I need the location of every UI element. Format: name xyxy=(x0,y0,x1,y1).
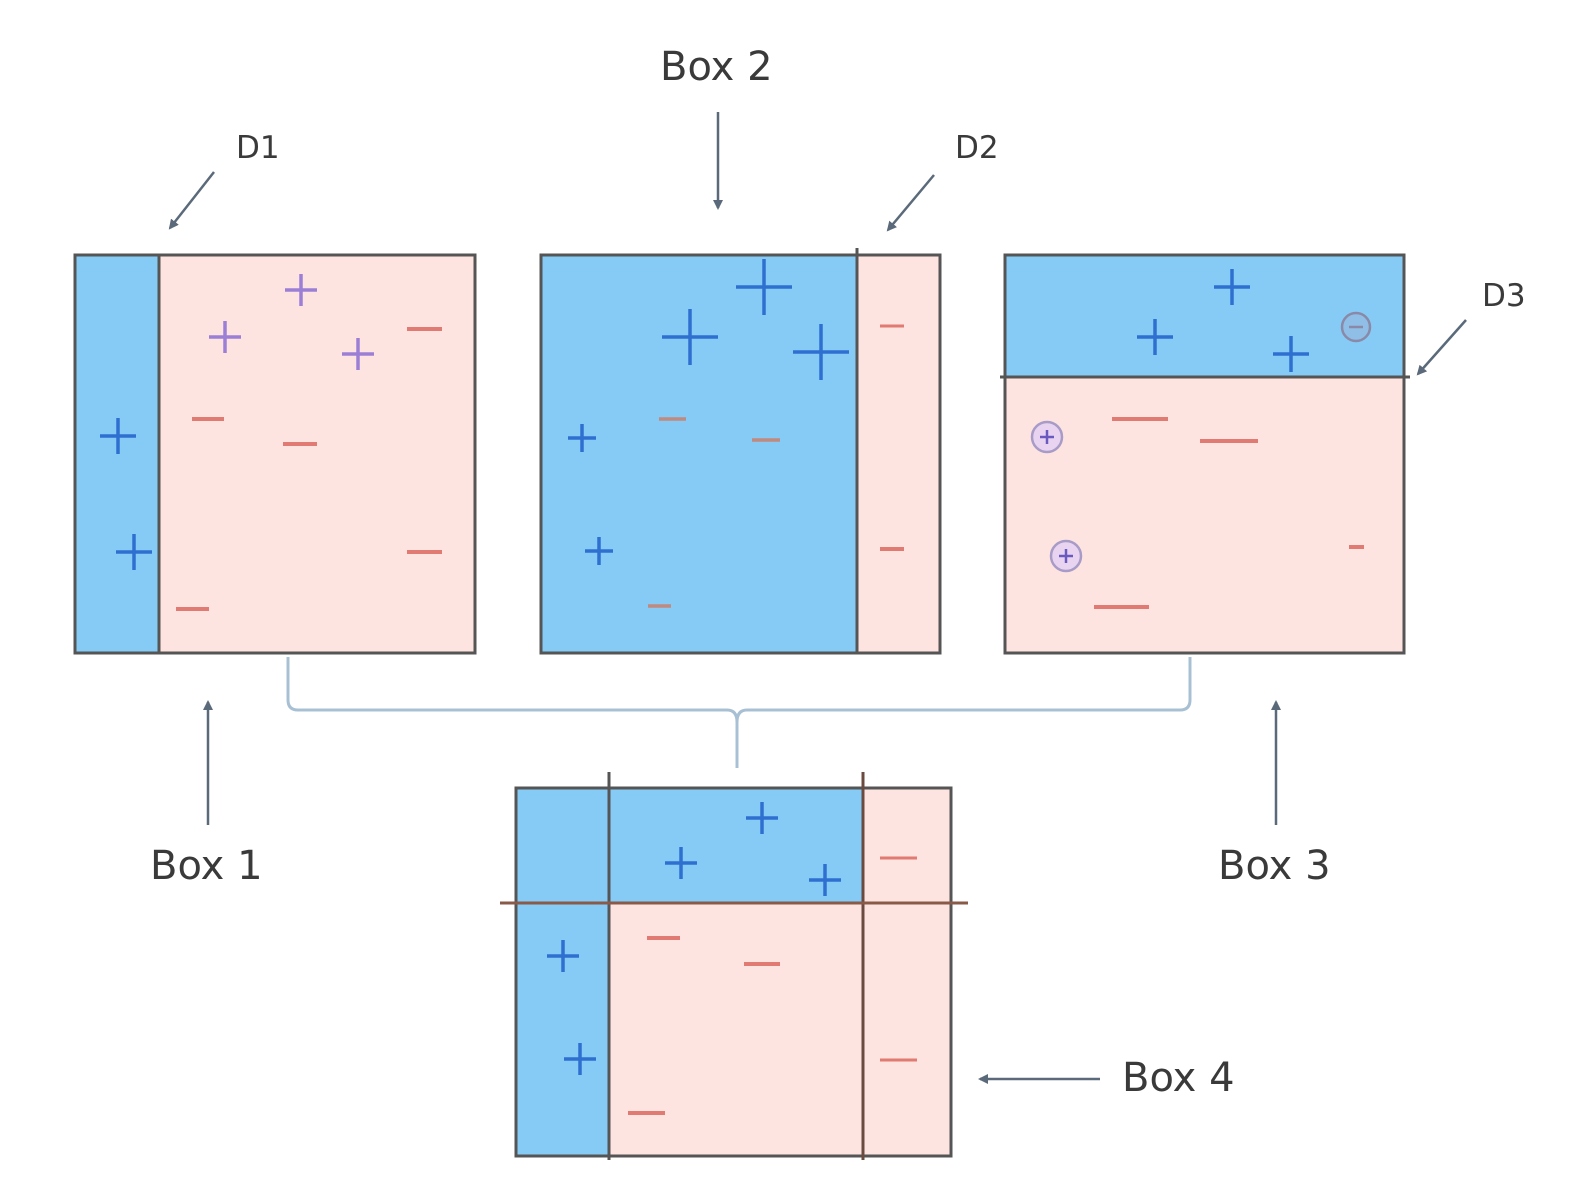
circled-plus-sign xyxy=(1030,420,1064,454)
box4-signs xyxy=(547,802,917,1115)
label-d2: D2 xyxy=(955,130,999,166)
plus-sign xyxy=(564,1043,596,1075)
label-box2: Box 2 xyxy=(660,44,773,90)
box4-positive-top-region xyxy=(516,788,863,903)
plus-sign xyxy=(809,864,841,896)
box2-signs xyxy=(568,259,904,608)
plus-sign xyxy=(1214,269,1250,305)
plus-sign xyxy=(100,418,136,454)
plus-sign xyxy=(1273,336,1309,372)
box2-border xyxy=(539,253,942,655)
plus-sign xyxy=(209,321,241,353)
box3-positive-region xyxy=(1005,255,1404,377)
box3-signs xyxy=(1030,269,1372,609)
plus-sign xyxy=(547,940,579,972)
plus-sign xyxy=(665,847,697,879)
box1-signs xyxy=(100,274,442,611)
box-2 xyxy=(539,248,942,655)
box-4 xyxy=(500,772,968,1160)
box4-border xyxy=(514,786,953,1158)
label-box1: Box 1 xyxy=(150,843,263,889)
label-d1: D1 xyxy=(236,130,280,166)
label-d3: D3 xyxy=(1482,278,1526,314)
plus-sign xyxy=(793,324,849,380)
label-box3: Box 3 xyxy=(1218,843,1331,889)
plus-sign xyxy=(662,309,718,365)
circled-minus-sign xyxy=(1340,311,1372,343)
plus-sign xyxy=(285,274,317,306)
box-1 xyxy=(73,253,477,655)
arrow-d2 xyxy=(886,174,935,232)
circled-plus-sign xyxy=(1049,539,1083,573)
plus-sign xyxy=(585,537,613,565)
plus-sign xyxy=(342,338,374,370)
arrow-d1 xyxy=(168,171,215,230)
plus-sign xyxy=(568,424,596,452)
plus-sign xyxy=(746,802,778,834)
combining-brace xyxy=(286,657,1192,768)
arrow-d3 xyxy=(1416,319,1467,376)
plus-sign xyxy=(116,534,152,570)
box-3 xyxy=(1000,253,1410,655)
box2-positive-region xyxy=(541,255,857,653)
box1-border xyxy=(73,253,477,655)
arrows xyxy=(168,112,1467,1084)
plus-sign xyxy=(736,259,792,315)
box3-border xyxy=(1003,253,1406,655)
plus-sign xyxy=(1137,319,1173,355)
label-box4: Box 4 xyxy=(1122,1055,1235,1101)
